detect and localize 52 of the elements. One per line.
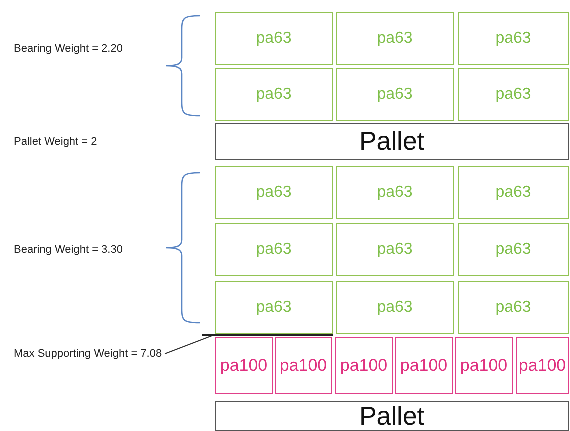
note-text: Max Supporting Weight = 7.08 [14, 348, 162, 360]
package-box [395, 337, 453, 394]
package-box [215, 166, 333, 219]
box-label: pa63 [256, 240, 292, 258]
package-box [458, 281, 569, 334]
box-label: pa63 [256, 86, 292, 104]
package-box [215, 337, 273, 394]
box-label: Pallet [359, 126, 425, 157]
package-box [215, 281, 333, 334]
leader-line [164, 335, 212, 355]
box-label: pa100 [220, 356, 268, 376]
box-label: pa100 [340, 356, 388, 376]
package-box [336, 281, 454, 334]
box-label: pa63 [496, 30, 532, 48]
package-box [458, 223, 569, 276]
box-label: pa63 [377, 298, 413, 316]
box-label: pa100 [400, 356, 448, 376]
package-box [455, 337, 513, 394]
pallet-box [215, 401, 569, 431]
package-box [336, 223, 454, 276]
package-box [215, 223, 333, 276]
package-box [458, 166, 569, 219]
box-label: Pallet [359, 400, 425, 431]
pallet-box [215, 123, 569, 160]
weight-label: Bearing Weight = 3.30 [14, 244, 123, 256]
box-label: pa63 [496, 86, 532, 104]
package-box [275, 337, 332, 394]
box-label: pa63 [256, 184, 292, 202]
box-label: pa63 [377, 240, 413, 258]
box-label: pa63 [496, 184, 532, 202]
package-box [516, 337, 569, 394]
package-box [335, 337, 393, 394]
box-label: pa100 [460, 356, 508, 376]
package-box [215, 12, 333, 65]
package-box [215, 68, 333, 121]
box-label: pa63 [377, 30, 413, 48]
box-label: pa100 [518, 356, 566, 376]
weight-label: Pallet Weight = 2 [14, 136, 98, 148]
box-label: pa63 [496, 240, 532, 258]
box-label: pa63 [496, 298, 532, 316]
weight-label: Bearing Weight = 2.20 [14, 43, 123, 55]
box-label: pa63 [256, 298, 292, 316]
reference-line [202, 334, 333, 336]
package-box [458, 68, 569, 121]
box-label: pa100 [280, 356, 328, 376]
package-box [336, 12, 454, 65]
package-box [458, 12, 569, 65]
package-box [336, 166, 454, 219]
box-label: pa63 [377, 86, 413, 104]
package-box [336, 68, 454, 121]
box-label: pa63 [377, 184, 413, 202]
box-label: pa63 [256, 30, 292, 48]
